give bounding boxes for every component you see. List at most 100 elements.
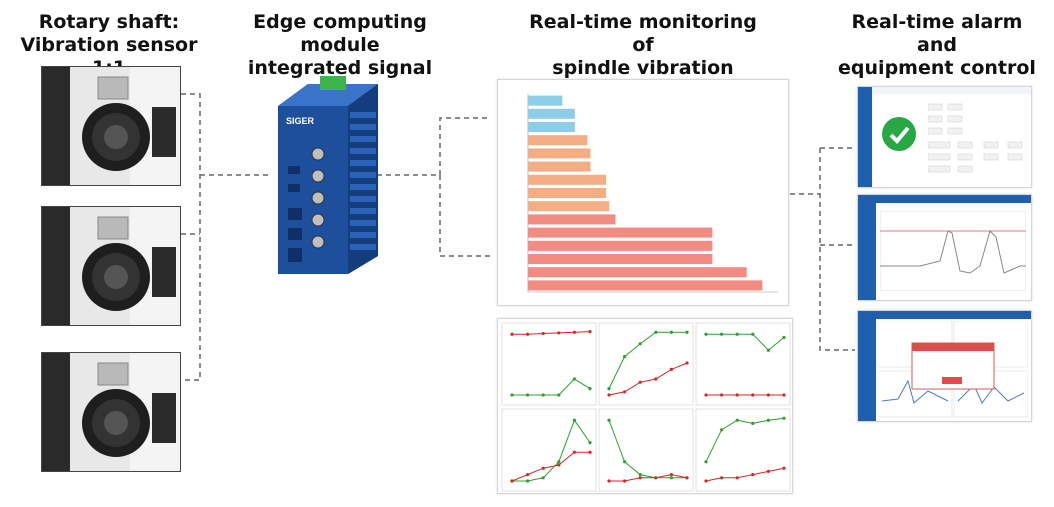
line-point-red	[751, 473, 755, 477]
line-point-green	[638, 342, 642, 346]
app-screen-alarm	[857, 310, 1032, 422]
line-point-red	[510, 479, 514, 483]
line-point-green	[572, 377, 576, 381]
bar	[528, 135, 588, 146]
device-brand: SIGER	[286, 116, 315, 126]
heading-edge-line1: Edge computing module	[253, 11, 427, 56]
line-point-red	[685, 361, 689, 365]
line-series-green	[512, 378, 591, 396]
line-point-red	[704, 479, 708, 483]
line-point-green	[541, 393, 545, 397]
line-series-green	[706, 333, 785, 351]
app-sidebar	[858, 87, 872, 187]
line-chart-panel	[501, 322, 597, 406]
app-sidebar	[858, 311, 876, 421]
heading-monitor: Real-time monitoring of spindle vibratio…	[525, 11, 761, 80]
line-point-red	[607, 479, 611, 483]
line-chart-panel	[695, 322, 791, 406]
line-point-red	[669, 367, 673, 371]
line-point-green	[510, 393, 514, 397]
line-point-red	[782, 466, 786, 470]
line-point-red	[588, 450, 592, 454]
line-point-green	[735, 418, 739, 422]
line-series-red	[705, 467, 785, 482]
line-point-green	[623, 460, 627, 464]
heading-alarm: Real-time alarm and equipment control	[832, 11, 1042, 80]
heading-monitor-line1: Real-time monitoring of	[529, 11, 757, 56]
line-point-green	[638, 473, 642, 477]
sensor-photo-1	[41, 66, 181, 186]
line-point-green	[782, 335, 786, 339]
line-point-green	[766, 348, 770, 352]
app-header	[872, 87, 1031, 94]
bar	[528, 214, 616, 225]
line-chart-panel	[598, 322, 694, 406]
sensor-photo-2	[41, 206, 181, 326]
motor-image	[42, 67, 180, 185]
line-point-red	[735, 476, 739, 480]
line-point-red	[607, 393, 611, 397]
line-series-green	[608, 331, 687, 389]
line-point-red	[638, 380, 642, 384]
line-point-green	[704, 332, 708, 336]
bar	[528, 148, 591, 159]
check-icon	[882, 117, 916, 151]
line-chart-panel	[598, 408, 694, 492]
line-point-red	[685, 476, 689, 480]
line-point-green	[735, 332, 739, 336]
bar	[528, 174, 607, 185]
line-point-red	[766, 393, 770, 397]
line-point-red	[588, 330, 592, 334]
line-point-green	[557, 393, 561, 397]
line-series-green	[705, 417, 785, 463]
line-point-green	[541, 476, 545, 480]
heading-alarm-line2: equipment control	[838, 57, 1036, 79]
line-series-green	[608, 420, 687, 479]
line-point-green	[751, 332, 755, 336]
bar	[528, 121, 575, 133]
line-point-green	[782, 416, 786, 420]
line-point-red	[704, 393, 708, 397]
line-point-green	[654, 330, 658, 334]
line-point-red	[541, 331, 545, 336]
bar	[528, 227, 713, 238]
line-point-green	[766, 418, 770, 422]
alarm-dashboard	[878, 321, 1028, 418]
heading-sensor-line1: Rotary shaft:	[38, 11, 180, 33]
line-point-red	[654, 476, 658, 480]
line-chart-panel	[501, 408, 597, 492]
app-header	[876, 195, 1031, 203]
line-point-red	[572, 330, 576, 334]
bar	[528, 267, 747, 278]
line-point-red	[669, 473, 673, 477]
alarm-confirm-button	[942, 377, 962, 384]
line-point-green	[623, 355, 627, 359]
line-series-red	[512, 331, 591, 335]
line-series-green	[512, 419, 591, 482]
line-point-green	[588, 441, 592, 445]
line-point-red	[751, 393, 755, 397]
bar	[528, 161, 591, 172]
trend-chart	[880, 211, 1026, 291]
status-form	[928, 103, 1023, 173]
line-series-red	[608, 362, 688, 396]
heading-edge: Edge computing module integrated signal	[222, 11, 458, 80]
line-point-red	[526, 473, 530, 477]
line-series-red	[511, 451, 590, 482]
line-point-red	[557, 463, 561, 467]
line-point-red	[782, 393, 786, 397]
line-point-red	[638, 476, 642, 480]
line-point-red	[623, 390, 627, 394]
line-point-red	[720, 393, 724, 397]
line-point-green	[588, 387, 592, 391]
sensor-photo-3	[41, 352, 181, 472]
line-point-green	[669, 476, 673, 480]
line-point-green	[526, 393, 530, 397]
bar	[528, 253, 713, 265]
bar-chart-panel	[497, 79, 789, 306]
line-point-red	[623, 479, 627, 483]
bar-chart	[527, 94, 778, 293]
line-point-red	[541, 466, 545, 470]
bar	[528, 108, 575, 119]
